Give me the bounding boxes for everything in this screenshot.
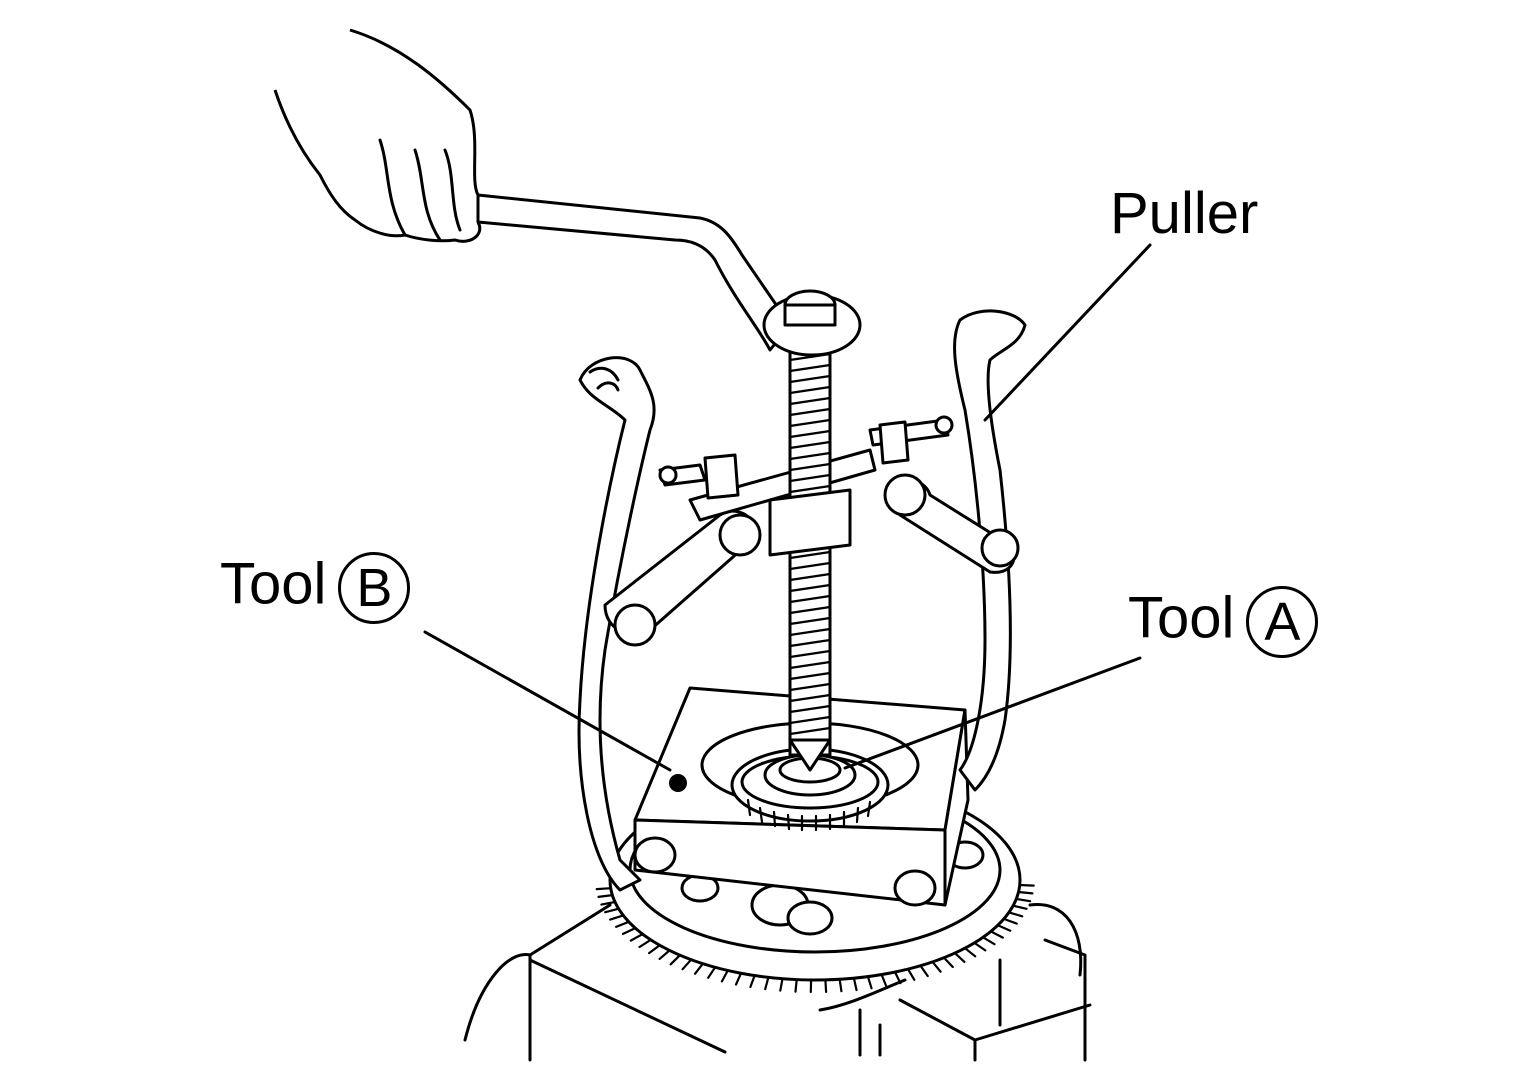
hand (273, 28, 482, 243)
puller-label-text: Puller (1110, 181, 1259, 246)
tool-a-label-text: Tool (1128, 585, 1235, 651)
forcing-screw (768, 313, 852, 772)
tool-b-label-text: Tool (220, 551, 327, 617)
tool-a-circled-letter: A (1246, 586, 1319, 658)
wrench (476, 193, 862, 357)
puller-leader-line (983, 243, 1152, 422)
tool-b-circled-letter: B (338, 552, 411, 624)
tool-b-leader-line (423, 630, 672, 772)
leader-lines (423, 243, 1152, 772)
tool-b-marker-dot (669, 774, 687, 792)
puller-label: Puller (1110, 185, 1258, 243)
tool-a-leader-line (843, 656, 1142, 770)
vise-base (463, 902, 1092, 1062)
